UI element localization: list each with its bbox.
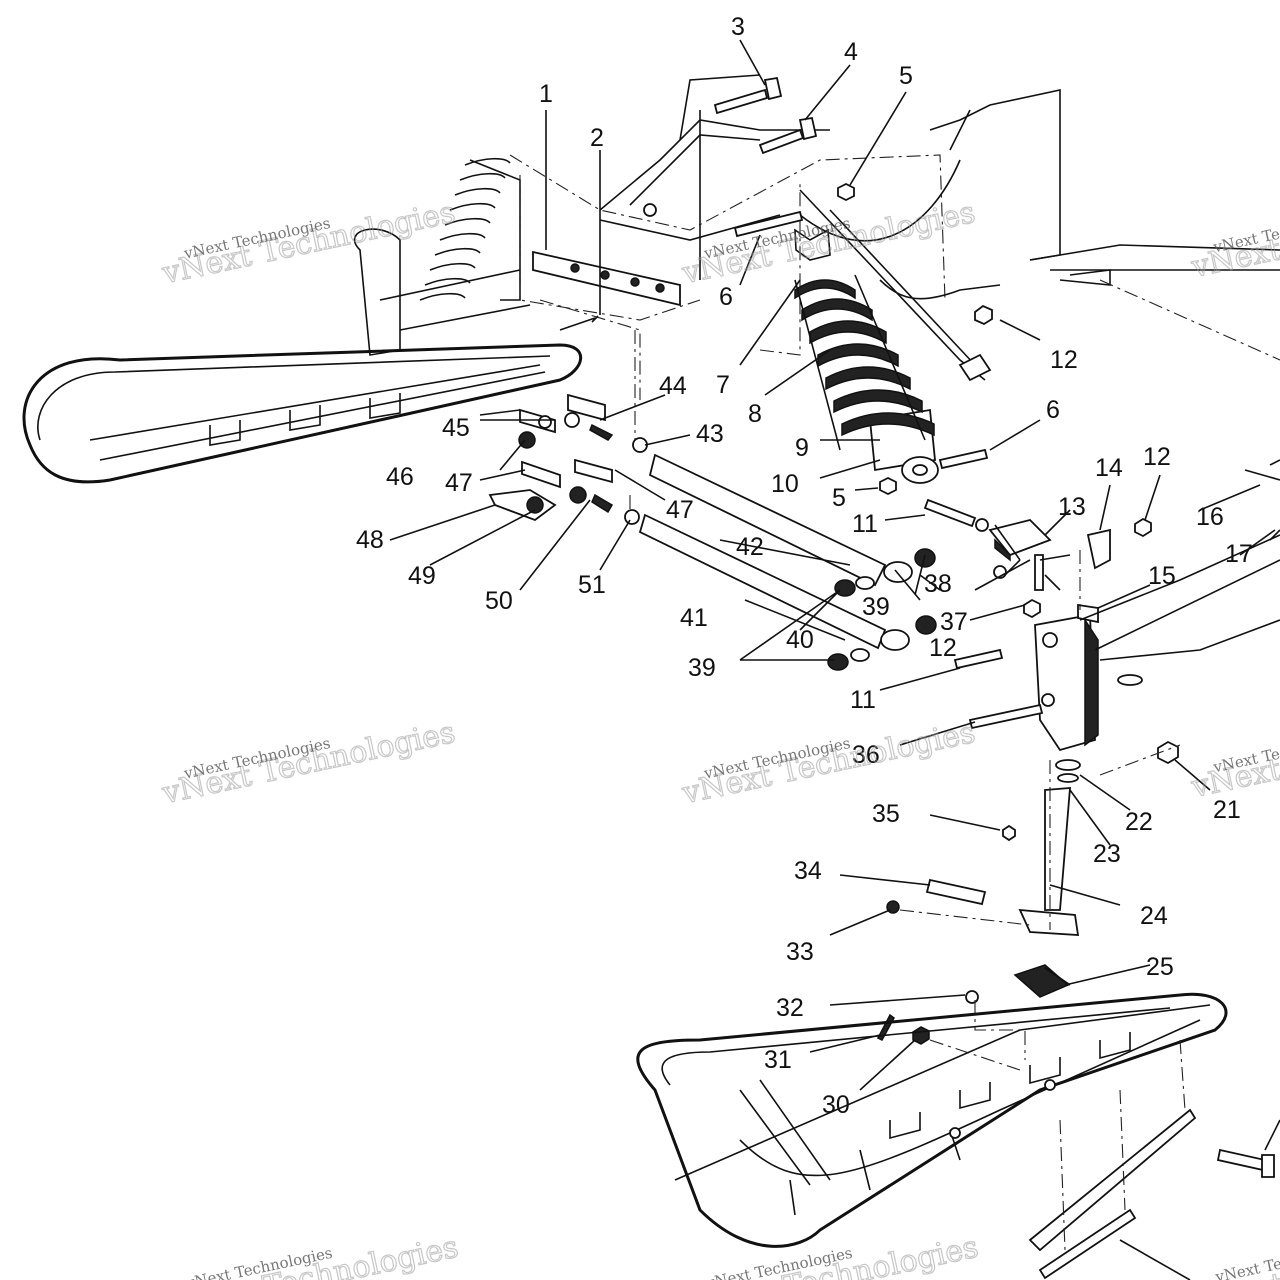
callouts: 1 2 3 4 5 5 6 6 7 8 9 10 11 11 12 12 12 … [356, 13, 1253, 1119]
callout-51: 51 [578, 571, 606, 599]
callout-7: 7 [716, 371, 730, 399]
watermark-small: vNext Technologies [1213, 1237, 1280, 1280]
part-2-pin [559, 315, 599, 331]
callout-5b: 5 [832, 484, 846, 512]
callout-42: 42 [736, 533, 764, 561]
callout-45: 45 [442, 414, 470, 442]
callout-21: 21 [1213, 796, 1241, 824]
callout-24: 24 [1140, 902, 1168, 930]
callout-13: 13 [1058, 493, 1086, 521]
callout-47b: 47 [666, 496, 694, 524]
part-11-bolt-lower [953, 648, 1004, 670]
callout-41: 41 [680, 604, 708, 632]
callout-3: 3 [731, 13, 745, 41]
spindle-assembly [1018, 534, 1280, 936]
callout-15: 15 [1148, 562, 1176, 590]
lower-a-arm [799, 189, 992, 382]
callout-34: 34 [794, 857, 822, 885]
callout-38: 38 [924, 570, 952, 598]
callout-30: 30 [822, 1091, 850, 1119]
callout-12c: 12 [929, 634, 957, 662]
part-1-plate [532, 250, 681, 307]
callout-12: 12 [1050, 346, 1078, 374]
callout-44: 44 [659, 372, 687, 400]
part-37-bolt [1034, 554, 1044, 591]
callout-47: 47 [445, 469, 473, 497]
part-11-bolt-upper [923, 498, 977, 528]
callout-23: 23 [1093, 840, 1121, 868]
leader-lines [389, 39, 1276, 1091]
part-16-17-frame [1244, 459, 1280, 541]
part-3-bolt [713, 76, 783, 115]
callout-48: 48 [356, 526, 384, 554]
callout-46: 46 [386, 463, 414, 491]
callout-25: 25 [1146, 953, 1174, 981]
part-4-bolt [758, 116, 818, 155]
callout-8: 8 [748, 400, 762, 428]
callout-14: 14 [1095, 454, 1123, 482]
callout-40: 40 [786, 626, 814, 654]
callout-1: 1 [539, 80, 553, 108]
part-5-nut-lower [879, 476, 897, 496]
callout-6: 6 [719, 283, 733, 311]
callout-32: 32 [776, 994, 804, 1022]
callout-33: 33 [786, 938, 814, 966]
callout-5: 5 [899, 62, 913, 90]
front-shock [794, 228, 939, 484]
upper-a-arm [599, 119, 830, 241]
small-hardware [488, 393, 648, 525]
part-12-nut-a [974, 304, 993, 326]
callout-37: 37 [940, 608, 968, 636]
callout-17: 17 [1225, 540, 1253, 568]
callout-11b: 11 [850, 686, 876, 714]
watermarks: vNext Technologies vNext Technologies vN… [158, 188, 1280, 1280]
callout-39: 39 [862, 593, 890, 621]
callout-43: 43 [696, 420, 724, 448]
tie-rods [629, 330, 937, 671]
main-ski [636, 992, 1280, 1280]
part-6-bolt-lower [938, 448, 989, 470]
callout-35: 35 [872, 800, 900, 828]
callout-36: 36 [852, 741, 880, 769]
callout-2: 2 [590, 124, 604, 152]
left-ski-assembly [22, 157, 583, 484]
shock-spring [794, 274, 935, 451]
callout-12b: 12 [1143, 443, 1171, 471]
callout-31: 31 [764, 1046, 792, 1074]
part-5-nut-upper [837, 182, 855, 202]
part-12-nut-c [1023, 598, 1041, 619]
callout-11: 11 [852, 510, 878, 538]
part-21-nut [1157, 740, 1179, 765]
callout-9: 9 [795, 434, 809, 462]
callout-39b: 39 [688, 654, 716, 682]
callout-50: 50 [485, 587, 513, 615]
part-6-bolt-upper [733, 210, 804, 238]
callout-49: 49 [408, 562, 436, 590]
part-14-plate [1086, 528, 1111, 570]
callout-6b: 6 [1046, 396, 1060, 424]
callout-4: 4 [844, 38, 858, 66]
part-36-bolt [968, 703, 1044, 730]
frame-bulkhead [509, 74, 1280, 400]
callout-22: 22 [1125, 808, 1153, 836]
callout-16: 16 [1196, 503, 1224, 531]
callout-10: 10 [771, 470, 799, 498]
part-12-nut-b [1134, 517, 1152, 538]
